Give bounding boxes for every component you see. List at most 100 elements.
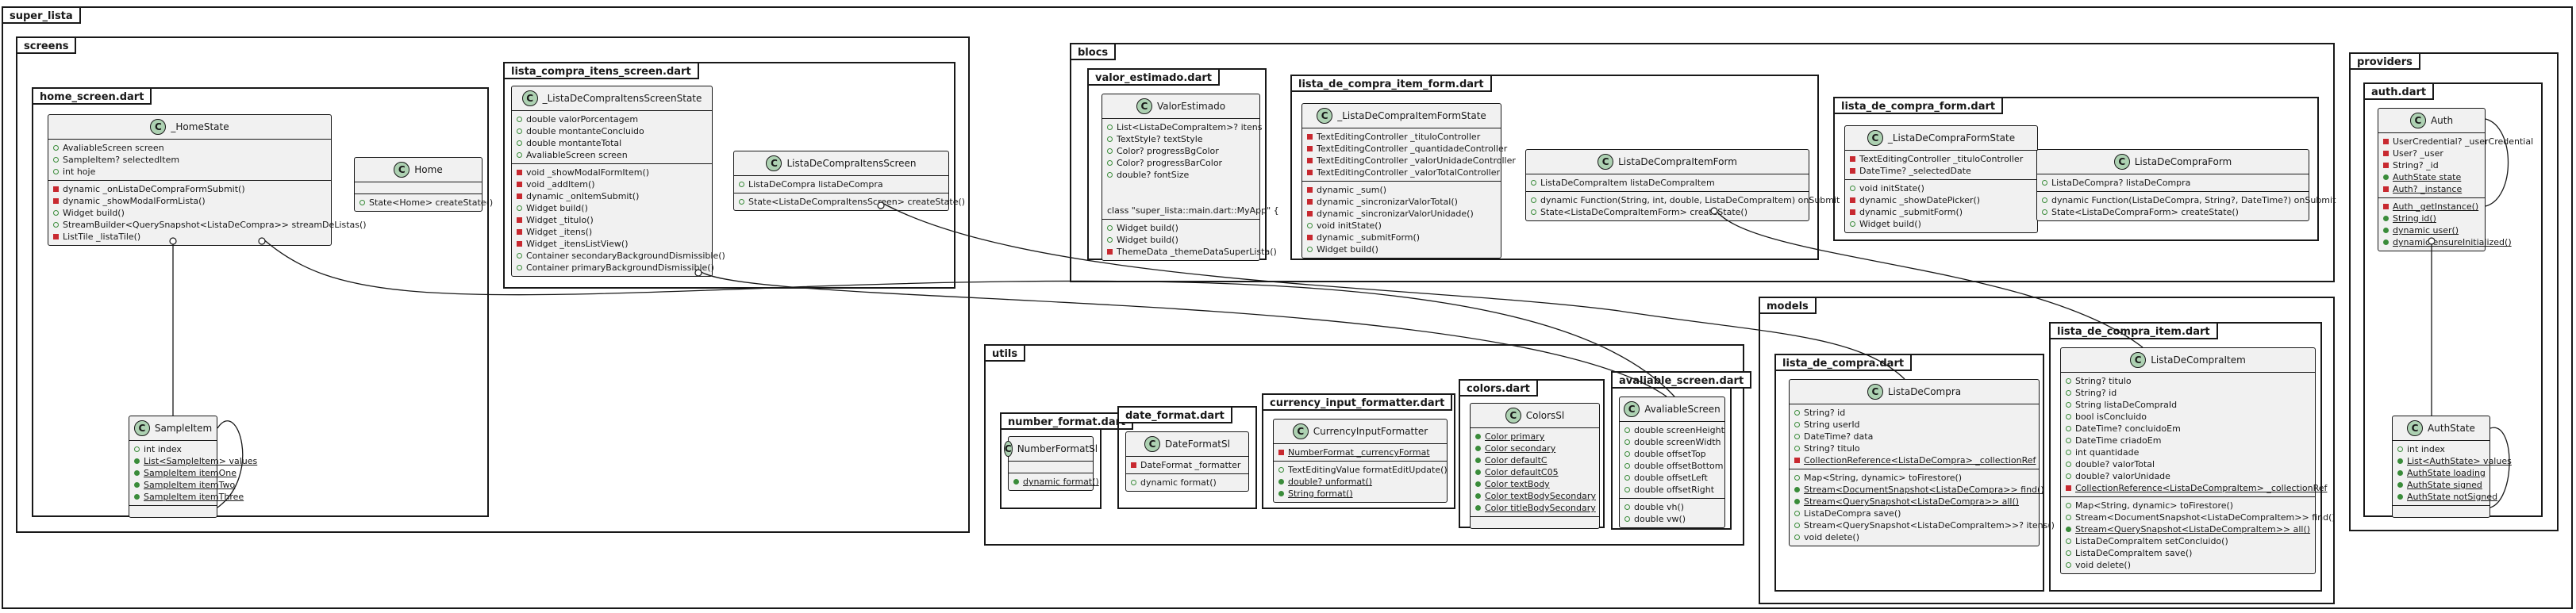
- private-visibility-icon: [1850, 197, 1855, 203]
- class-member: int index: [134, 443, 212, 455]
- class-name: ListaDeCompra: [1887, 386, 1962, 397]
- class-member: Widget _titulo(): [517, 214, 707, 226]
- class-fields: ListaDeCompra listaDeCompra: [734, 176, 948, 193]
- member-text: String? _id: [2393, 160, 2439, 170]
- member-text: String listaDeCompraId: [2075, 400, 2178, 410]
- class-c-icon: C: [1317, 108, 1333, 124]
- member-text: ThemeData _themeDataSuperLista(): [1117, 247, 1277, 257]
- public-visibility-icon: [2066, 473, 2071, 479]
- public-visibility-icon: [1013, 479, 1019, 485]
- class-c-icon: C: [1003, 441, 1013, 457]
- public-visibility-icon: [2066, 550, 2071, 556]
- public-visibility-icon: [1794, 487, 1800, 492]
- public-visibility-icon: [2066, 538, 2071, 544]
- member-text: double vh(): [1634, 502, 1685, 512]
- public-visibility-icon: [1850, 221, 1855, 227]
- public-visibility-icon: [53, 210, 59, 216]
- class-member: State<ListaDeCompraForm> createState(): [2042, 206, 2304, 218]
- class-member: Container secondaryBackgroundDismissible…: [517, 250, 725, 262]
- public-visibility-icon: [517, 253, 522, 259]
- class-member: CollectionReference<ListaDeCompraItem> _…: [2066, 482, 2327, 494]
- class-member: double montanteTotal: [517, 137, 707, 149]
- class-header: C_ListaDeCompraFormState: [1845, 126, 2037, 151]
- class-fields: NumberFormat _currencyFormat: [1274, 444, 1447, 462]
- public-visibility-icon: [2066, 438, 2071, 443]
- public-visibility-icon: [2397, 446, 2403, 452]
- public-visibility-icon: [1107, 125, 1113, 130]
- class-methods: void _showModalFormItem()void _addItem()…: [512, 164, 725, 276]
- class-name: _ListaDeCompraItensScreenState: [542, 93, 702, 104]
- member-text: dynamic _sincronizarValorTotal(): [1317, 197, 1458, 207]
- class-member: double offsetTop: [1624, 448, 1720, 460]
- public-visibility-icon: [2066, 462, 2071, 467]
- public-visibility-icon: [2042, 180, 2047, 186]
- public-visibility-icon: [517, 140, 522, 146]
- member-text: dynamic Function(ListaDeCompra, String?,…: [2051, 195, 2336, 205]
- class-name: _HomeState: [171, 121, 229, 132]
- member-text: Stream<DocumentSnapshot<ListaDeCompraIte…: [2075, 512, 2336, 523]
- member-text: State<ListaDeCompraItensScreen> createSt…: [748, 197, 966, 207]
- class-member: void delete(): [2066, 559, 2310, 571]
- class-member: ListTile _listaTile(): [53, 231, 326, 243]
- private-visibility-icon: [53, 234, 59, 239]
- private-visibility-icon: [1850, 156, 1855, 162]
- member-text: double offsetBottom: [1634, 461, 1724, 471]
- class-member: String? id: [1794, 407, 2034, 419]
- member-text: Stream<QuerySnapshot<ListaDeCompra>> all…: [1804, 496, 2020, 507]
- package-label: valor_estimado.dart: [1087, 68, 1220, 86]
- member-text: Color? progressBarColor: [1117, 158, 1223, 168]
- class-member: Map<String, dynamic> toFirestore(): [1794, 472, 2034, 484]
- member-text: void _showModalFormItem(): [526, 167, 650, 178]
- class-methods: dynamic _sum()dynamic _sincronizarValorT…: [1302, 182, 1501, 258]
- class-member: String? titulo: [1794, 443, 2034, 454]
- class-member: double offsetBottom: [1624, 460, 1724, 472]
- class-methods: double vh()double vw(): [1620, 499, 1724, 527]
- class-name: ListaDeCompraItensScreen: [786, 158, 917, 169]
- public-visibility-icon: [2066, 450, 2071, 455]
- member-text: CollectionReference<ListaDeCompraItem> _…: [2075, 483, 2328, 493]
- class-name: DateFormatSl: [1165, 439, 1230, 450]
- public-visibility-icon: [1624, 504, 1630, 510]
- member-text: dynamic _showModalFormLista(): [63, 196, 206, 206]
- class-member: double valorPorcentagem: [517, 113, 707, 125]
- member-text: double montanteTotal: [526, 138, 622, 148]
- member-text: TextEditingValue formatEditUpdate(): [1288, 465, 1448, 475]
- member-text: ListaDeCompraItem save(): [2075, 548, 2193, 558]
- class-member: double offsetRight: [1624, 484, 1720, 496]
- class-member: State<ListaDeCompraItensScreen> createSt…: [739, 196, 965, 208]
- member-text: Stream<DocumentSnapshot<ListaDeCompra>> …: [1804, 485, 2044, 495]
- private-visibility-icon: [2066, 485, 2071, 491]
- member-text: Color? progressBgColor: [1117, 146, 1219, 156]
- class-methods: [1471, 517, 1599, 528]
- member-text: Color defaultC: [1485, 455, 1548, 465]
- public-visibility-icon: [1624, 487, 1630, 492]
- class-member: String? id: [2066, 387, 2310, 399]
- public-visibility-icon: [53, 169, 59, 174]
- class-member: dynamic user(): [2383, 224, 2480, 236]
- class-member: void delete(): [1794, 531, 2034, 543]
- member-text: List<AuthState> values: [2407, 456, 2512, 466]
- public-visibility-icon: [2066, 515, 2071, 520]
- member-text: double valorPorcentagem: [526, 114, 639, 125]
- member-text: AvaliableScreen screen: [63, 143, 164, 153]
- package-label: colors.dart: [1459, 379, 1538, 397]
- public-visibility-icon: [1475, 493, 1481, 499]
- package-label: lista_de_compra_item_form.dart: [1290, 75, 1492, 92]
- public-visibility-icon: [2066, 426, 2071, 431]
- public-visibility-icon: [1794, 511, 1800, 516]
- public-visibility-icon: [1475, 469, 1481, 475]
